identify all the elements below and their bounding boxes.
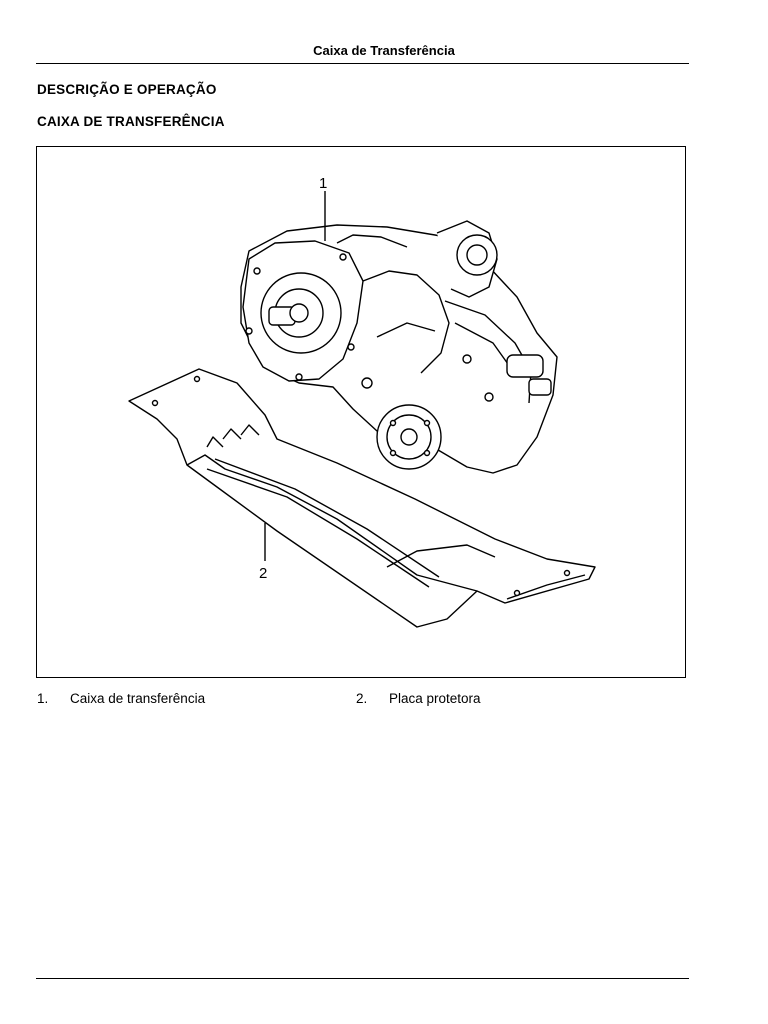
legend-number: 2. (356, 691, 368, 706)
skid-plate-drawing (128, 368, 596, 628)
callout-2-label: 2 (259, 565, 267, 582)
legend-label: Caixa de transferência (70, 691, 206, 706)
subsection-heading: CAIXA DE TRANSFERÊNCIA (37, 114, 225, 129)
callout-1-label: 1 (319, 175, 327, 192)
running-header: Caixa de Transferência (313, 43, 455, 58)
header-rule (36, 63, 689, 64)
section-heading: DESCRIÇÃO E OPERAÇÃO (37, 82, 217, 97)
legend-label: Placa protetora (389, 691, 481, 706)
transfer-case-illustration: 1 2 (128, 175, 596, 628)
footer-rule (36, 978, 689, 979)
figure-frame: 1 2 (36, 146, 686, 678)
legend-number: 1. (37, 691, 49, 706)
transfer-case-drawing (240, 220, 558, 474)
